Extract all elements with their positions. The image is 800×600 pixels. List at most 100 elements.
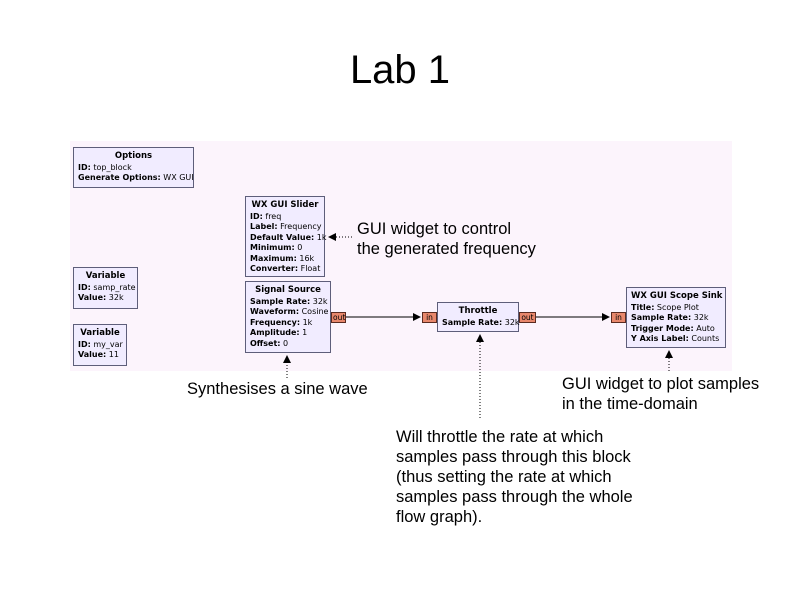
throttle-note: Will throttle the rate at which samples …	[396, 427, 633, 527]
param-key: Value:	[78, 293, 107, 302]
param-key: Trigger Mode:	[631, 323, 694, 333]
param-value: 32k	[502, 317, 520, 327]
param-value: my_var	[90, 339, 123, 349]
param-key: Converter:	[250, 264, 299, 273]
param-value: 1k	[314, 232, 327, 242]
param-value: samp_rate	[90, 282, 136, 292]
block-param-row: Converter: Float	[250, 264, 320, 275]
param-value: freq	[262, 211, 282, 221]
param-value: top_block	[90, 162, 132, 172]
param-key: Generate Options:	[78, 173, 161, 182]
signal-source-title: Signal Source	[255, 285, 321, 295]
param-key: Label:	[250, 222, 278, 231]
param-value: WX GUI	[160, 173, 194, 182]
scope-note-line: GUI widget to plot samples	[562, 375, 760, 393]
param-key: ID:	[78, 282, 91, 292]
wx-gui-slider-title: WX GUI Slider	[251, 200, 319, 210]
param-value: 32k	[106, 293, 124, 302]
block-param-row: Y Axis Label: Counts	[631, 334, 721, 345]
param-key: ID:	[78, 339, 91, 349]
block-param-row: Minimum: 0	[250, 243, 320, 254]
block-param-row: Value: 32k	[78, 293, 133, 304]
param-key: Title:	[631, 302, 655, 312]
param-value: 16k	[296, 253, 315, 263]
block-param-row: ID: freq	[250, 212, 320, 223]
slider-note: GUI widget to control the generated freq…	[357, 219, 536, 259]
param-key: Default Value:	[250, 232, 315, 242]
block-param-row: Label: Frequency	[250, 222, 322, 233]
my-var-variable-title: Variable	[80, 328, 120, 338]
block-param-row: Sample Rate: 32k	[250, 296, 328, 308]
scope-note-line: in the time-domain	[562, 395, 698, 413]
throttle-out-port[interactable]: out	[519, 312, 536, 323]
scope-note: GUI widget to plot samples in the time-d…	[562, 374, 759, 414]
param-value: 1k	[300, 317, 313, 327]
block-param-row: Amplitude: 1	[250, 328, 326, 339]
throttle-in-port[interactable]: in	[422, 312, 437, 323]
param-key: Sample Rate:	[250, 296, 311, 306]
options-block-title: Options	[114, 151, 153, 161]
throttle-note-line: flow graph).	[396, 508, 483, 526]
param-key: Offset:	[250, 338, 281, 348]
block-param-row: ID: top_block	[78, 163, 189, 174]
block-param-row: ID: my_var	[78, 339, 123, 351]
block-param-row: Waveform: Cosine	[250, 307, 329, 318]
param-value: 32k	[310, 296, 328, 306]
signal-source-note-line: Synthesises a sine wave	[187, 380, 368, 398]
param-key: ID:	[78, 162, 91, 172]
slide-title: Lab 1	[349, 48, 451, 92]
block-param-row: ID: samp_rate	[78, 282, 136, 294]
throttle-note-line: samples pass through this block	[396, 448, 631, 466]
block-param-row: Value: 11	[78, 350, 122, 361]
param-value: 1	[299, 328, 308, 337]
param-value: Float	[298, 264, 321, 273]
block-param-row: Maximum: 16k	[250, 254, 320, 265]
param-value: Scope Plot	[654, 302, 699, 312]
param-key: ID:	[250, 211, 263, 221]
block-param-row: Title: Scope Plot	[631, 303, 721, 314]
param-key: Waveform:	[250, 307, 300, 316]
throttle-note-line: (thus setting the rate at which	[396, 468, 612, 486]
block-param-row: Frequency: 1k	[250, 318, 326, 329]
param-value: 0	[280, 338, 289, 348]
block-param-row: Sample Rate: 32k	[631, 313, 721, 324]
block-param-row: Default Value: 1k	[250, 232, 326, 244]
block-param-row: Trigger Mode: Auto	[631, 324, 721, 335]
param-key: Maximum:	[250, 253, 297, 263]
param-value: 11	[106, 350, 119, 359]
param-key: Y Axis Label:	[631, 334, 689, 343]
throttle-note-line: samples pass through the whole	[396, 488, 633, 506]
param-key: Frequency:	[250, 317, 301, 327]
samp-rate-variable-title: Variable	[85, 271, 126, 281]
param-key: Sample Rate:	[442, 317, 503, 327]
wx-gui-scope-sink-title: WX GUI Scope Sink	[631, 291, 723, 301]
param-key: Sample Rate:	[631, 313, 692, 322]
slider-note-line: GUI widget to control	[357, 220, 512, 238]
throttle-block[interactable]: Throttle Sample Rate: 32k	[437, 302, 520, 332]
param-value: Frequency	[277, 222, 322, 231]
param-key: Value:	[78, 350, 107, 359]
param-key: Amplitude:	[250, 328, 300, 337]
param-value: Auto	[693, 323, 715, 333]
param-value: 0	[294, 243, 303, 252]
param-value: 32k	[691, 313, 709, 322]
block-param-row: Offset: 0	[250, 339, 326, 350]
block-param-row: Generate Options: WX GUI	[78, 173, 194, 184]
throttle-title: Throttle	[458, 306, 498, 316]
signal-source-note: Synthesises a sine wave	[187, 379, 368, 399]
param-key: Minimum:	[250, 243, 295, 252]
slider-note-line: the generated frequency	[357, 240, 536, 258]
param-value: Counts	[688, 334, 720, 343]
throttle-note-line: Will throttle the rate at which	[396, 428, 604, 446]
param-value: Cosine	[299, 307, 329, 316]
signal-source-out-port[interactable]: out	[331, 312, 346, 323]
scope-sink-in-port[interactable]: in	[611, 312, 626, 323]
block-param-row: Sample Rate: 32k	[442, 317, 520, 329]
